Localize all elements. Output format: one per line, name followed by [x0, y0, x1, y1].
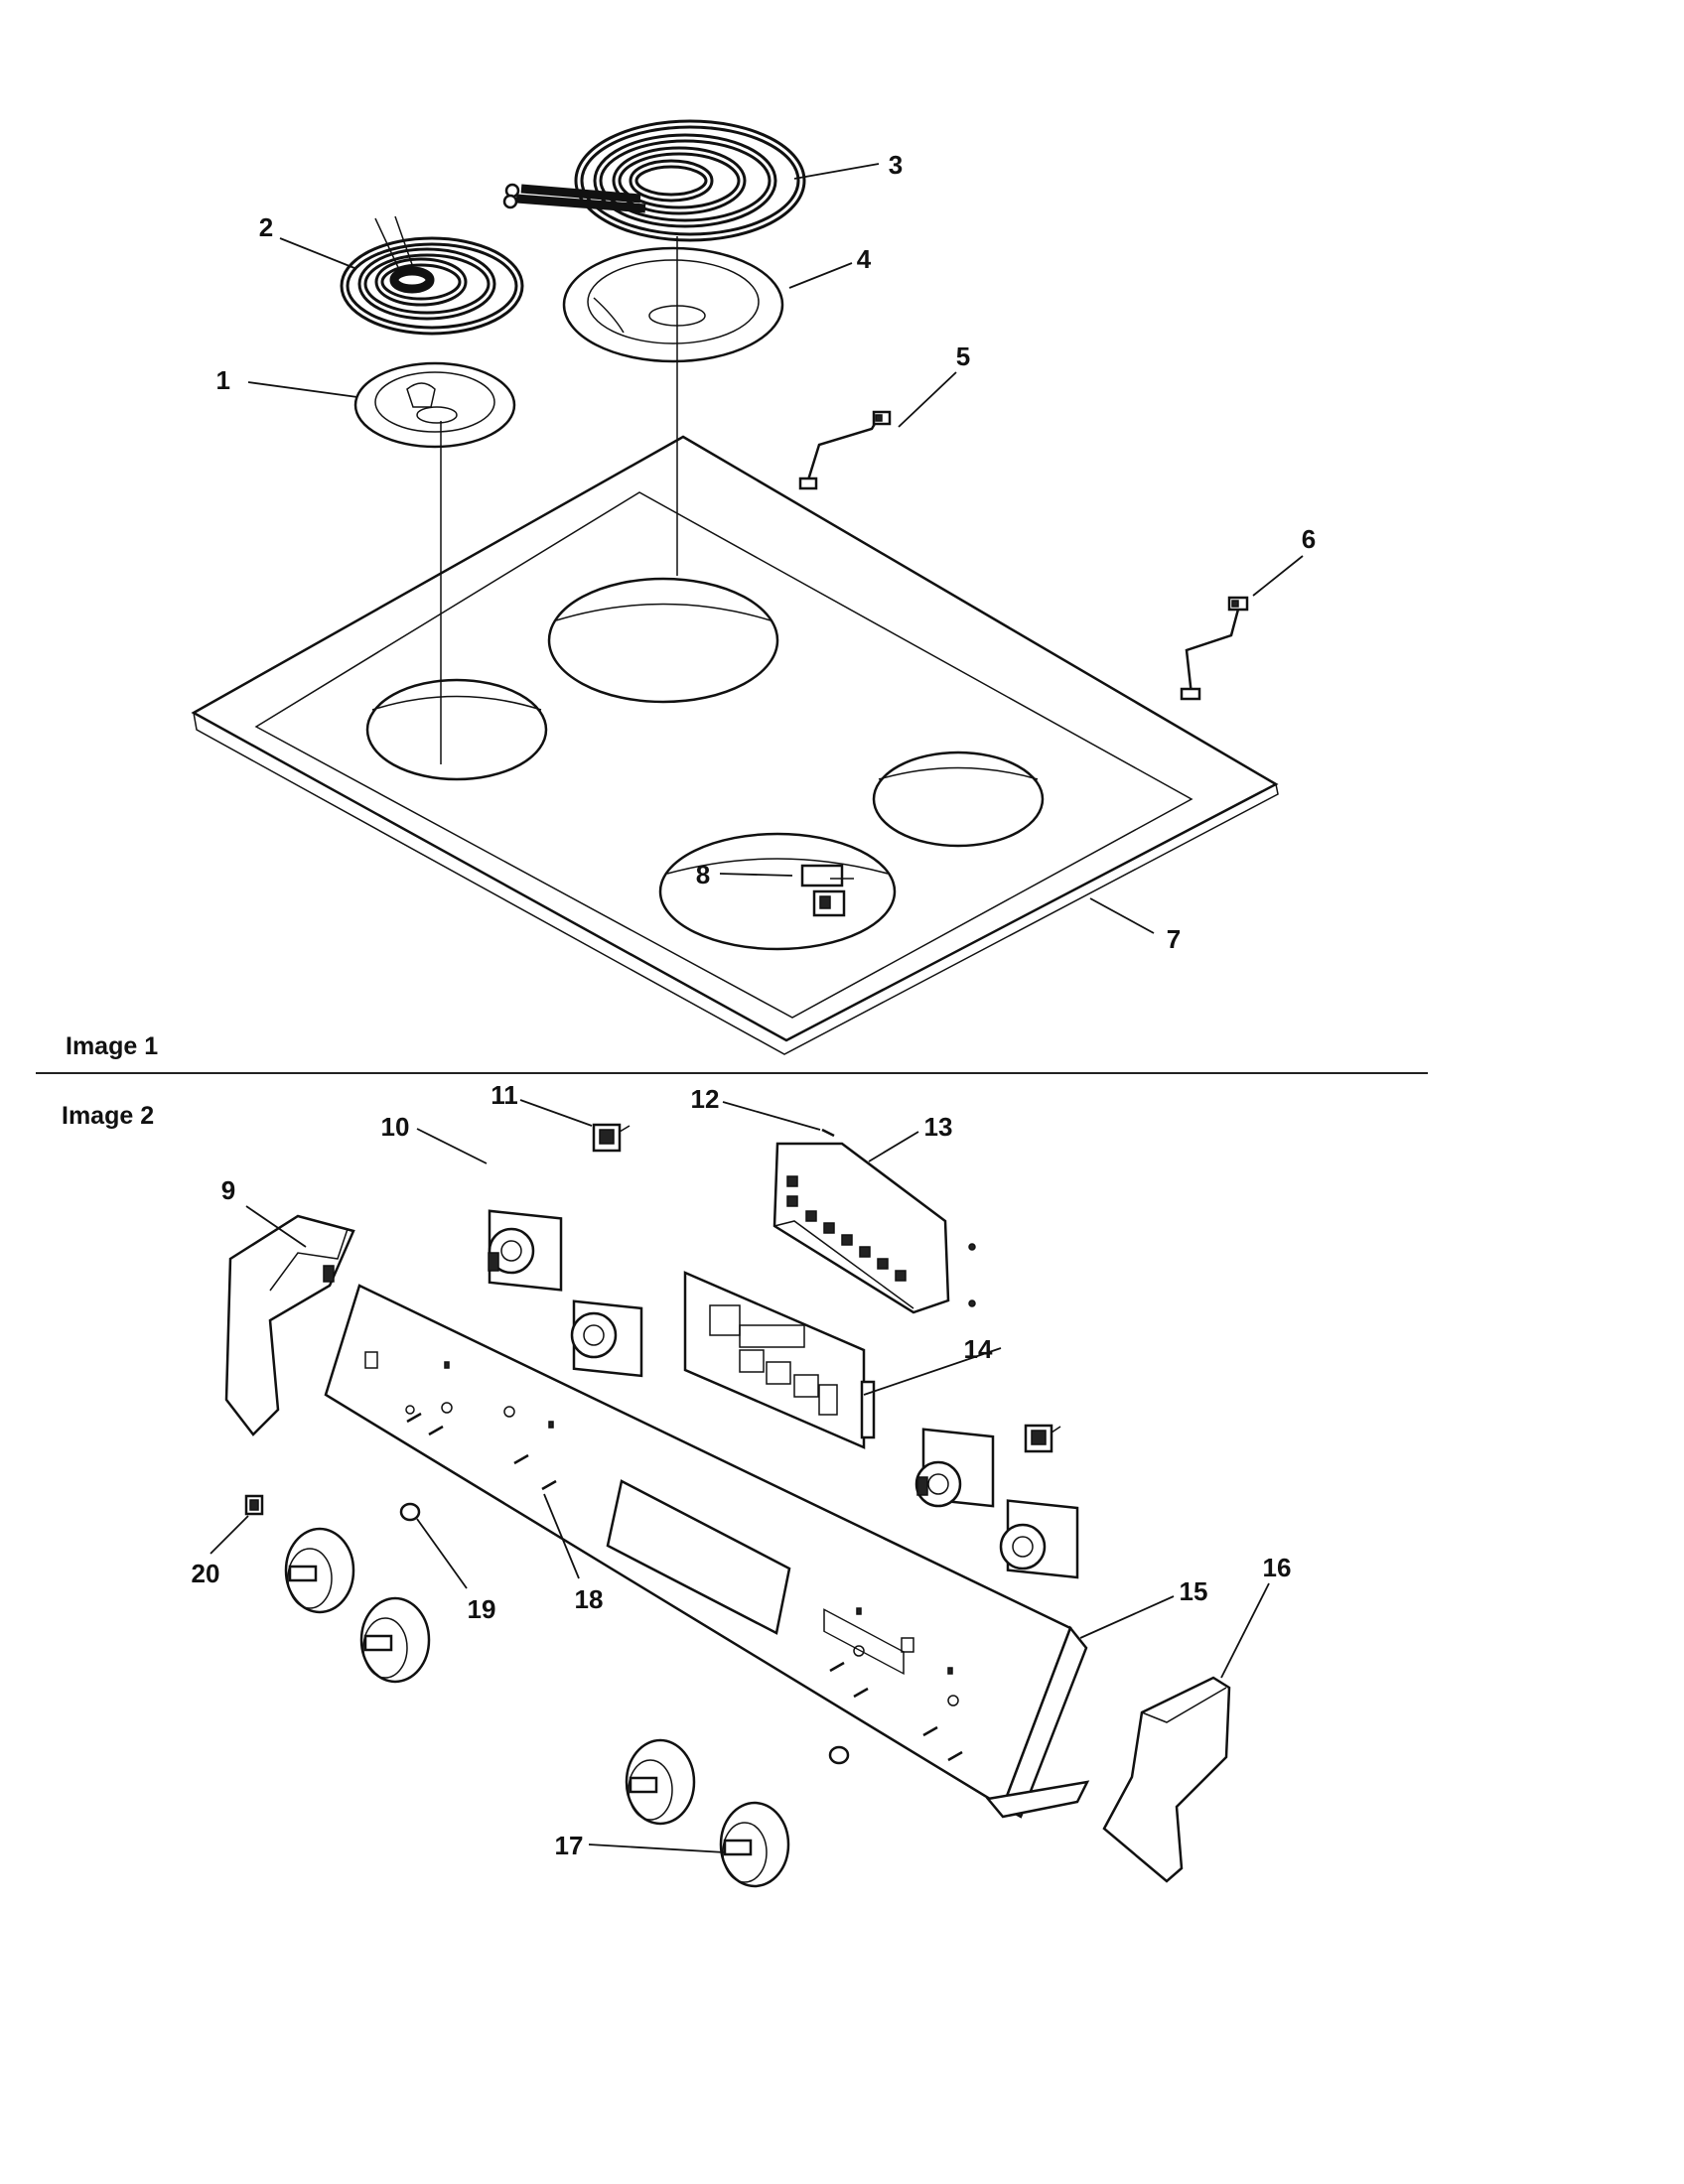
- callout-19: 19: [468, 1594, 496, 1624]
- end-cap-right: [1102, 1676, 1231, 1883]
- callout-13: 13: [924, 1112, 953, 1142]
- section-divider: [36, 1072, 1428, 1074]
- callout-5: 5: [956, 341, 970, 371]
- callout-6: 6: [1302, 524, 1316, 554]
- surface-element-large: [502, 119, 806, 242]
- backguard-panel: [324, 1284, 1090, 1819]
- callout-16: 16: [1263, 1553, 1292, 1582]
- mounting-bracket-front: [1180, 596, 1249, 701]
- infinite-switch-4: [999, 1499, 1079, 1579]
- drip-bowl-small: [353, 361, 516, 449]
- control-overlay: [683, 1271, 876, 1449]
- mounting-bracket-rear: [798, 410, 892, 490]
- infinite-switch-1: [488, 1209, 563, 1292]
- section-caption-image-1: Image 1: [66, 1032, 159, 1060]
- panel-screws: [406, 1412, 963, 1762]
- callout-7: 7: [1167, 924, 1181, 954]
- indicator-light: [399, 1502, 421, 1522]
- callout-9: 9: [221, 1175, 235, 1205]
- end-cap-left: [224, 1214, 355, 1436]
- control-knob-1: [284, 1527, 355, 1614]
- control-knob-2: [359, 1596, 431, 1684]
- infinite-switch-3: [914, 1428, 995, 1508]
- leader-lines: [210, 163, 1304, 1853]
- callout-10: 10: [381, 1112, 410, 1142]
- callout-4: 4: [857, 244, 872, 274]
- callout-14: 14: [964, 1334, 993, 1364]
- callout-17: 17: [555, 1831, 584, 1860]
- callout-8: 8: [696, 860, 710, 889]
- control-screw: [821, 1128, 835, 1138]
- callout-18: 18: [575, 1584, 604, 1614]
- surface-element-small: [340, 215, 524, 336]
- callout-labels: 1 2 3 4 5 6 7 8 9 10 11 12 13 14 15 16 1…: [192, 150, 1317, 1860]
- indicator-light-2: [828, 1745, 850, 1765]
- section-caption-image-2: Image 2: [62, 1102, 155, 1130]
- terminal-block: [800, 864, 854, 917]
- electronic-oven-control: [772, 1142, 976, 1676]
- callout-2: 2: [259, 212, 273, 242]
- cooktop-top-frame: [191, 435, 1279, 1055]
- callout-1: 1: [216, 365, 230, 395]
- signal-lamp: [244, 1494, 264, 1516]
- callout-12: 12: [691, 1084, 720, 1114]
- rocker-switch-lower: [1024, 1424, 1061, 1453]
- control-knob-4: [719, 1801, 790, 1888]
- callout-20: 20: [192, 1559, 220, 1588]
- callout-3: 3: [889, 150, 903, 180]
- infinite-switch-2: [570, 1299, 643, 1378]
- control-knob-3: [625, 1738, 696, 1826]
- callout-15: 15: [1180, 1576, 1208, 1606]
- rocker-switch-upper: [592, 1123, 631, 1153]
- callout-11: 11: [491, 1080, 518, 1110]
- drip-bowl-large: [562, 246, 784, 363]
